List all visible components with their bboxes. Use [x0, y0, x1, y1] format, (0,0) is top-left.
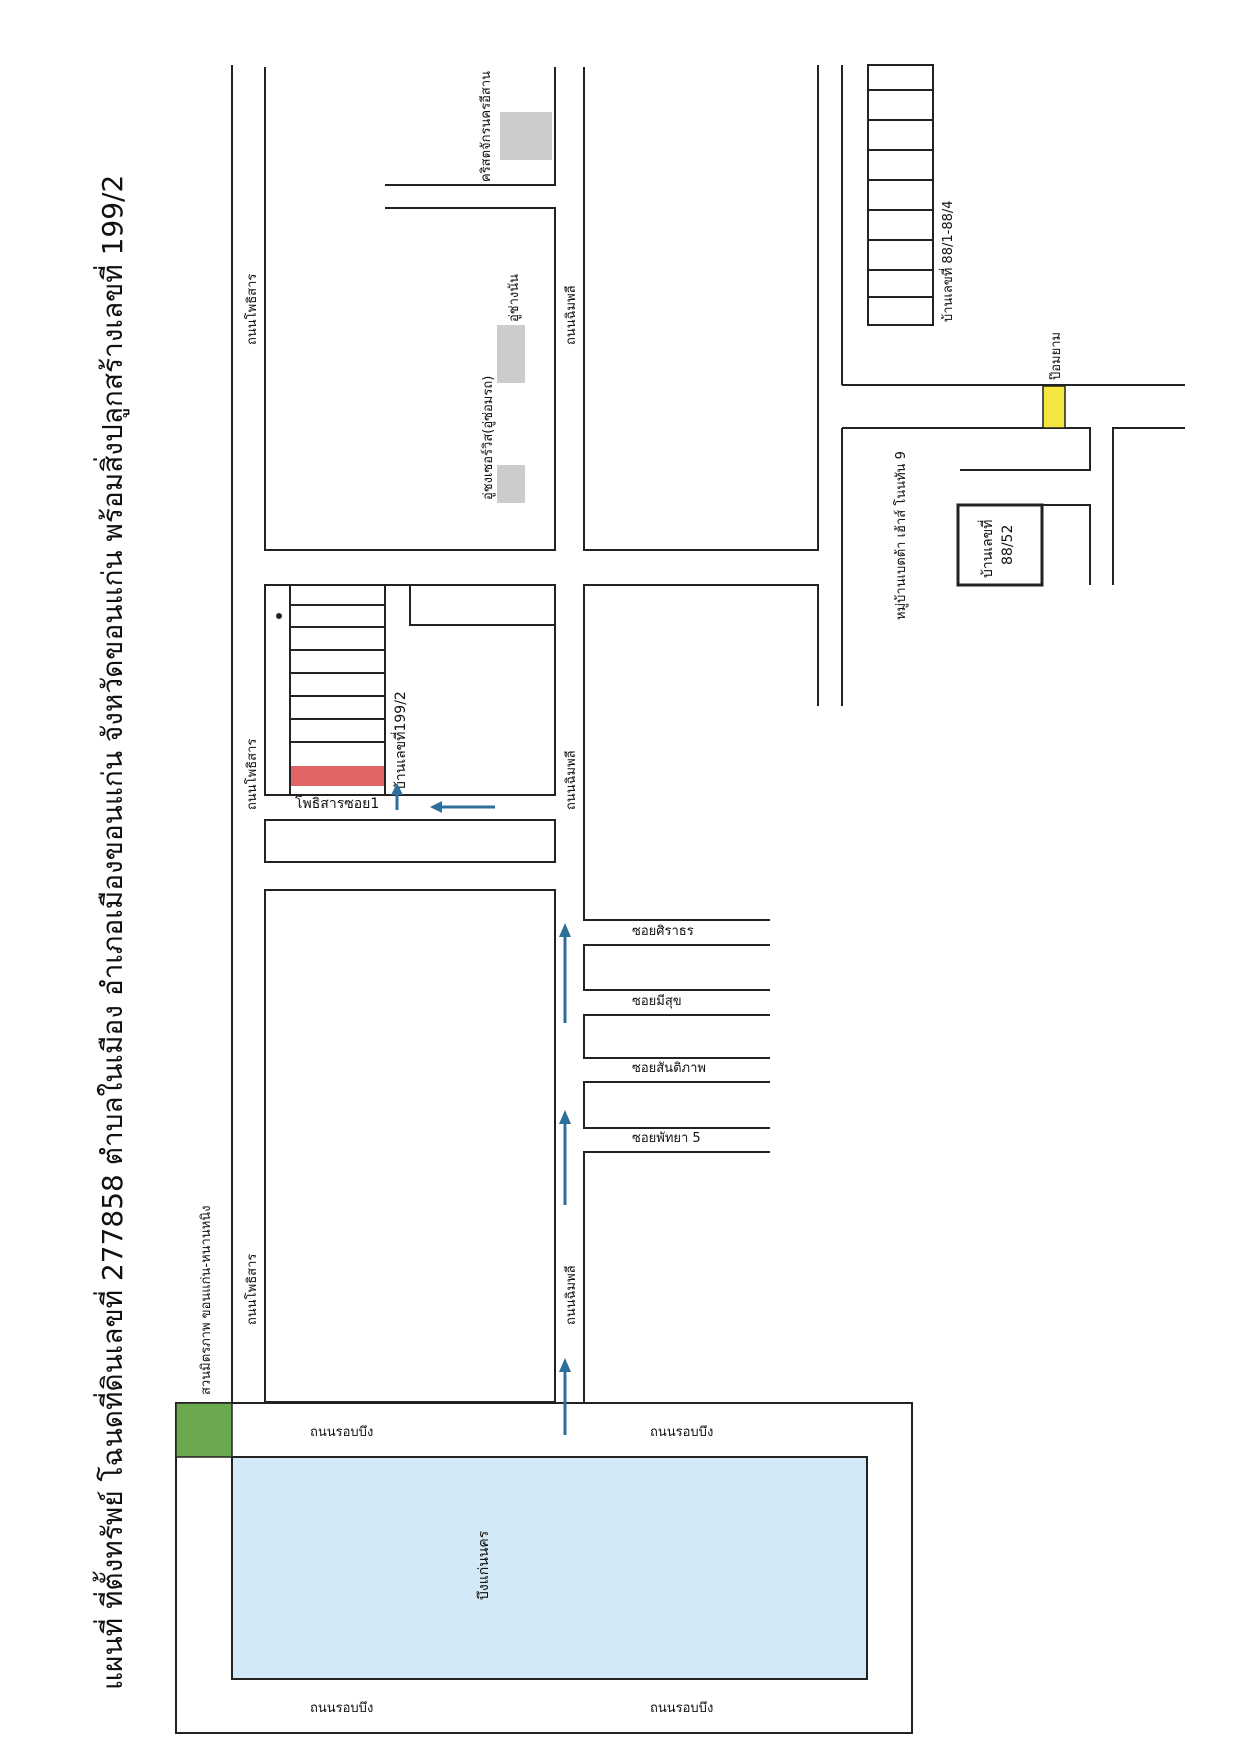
park-area — [175, 1402, 233, 1458]
lake — [231, 1456, 868, 1680]
guard-post — [1042, 385, 1066, 429]
garage1-label: อู่ชงเซอร์วิส(อู่ซ่อมรถ) — [480, 376, 496, 500]
phosarn-road-label-2: ถนนโพธิสาร — [244, 739, 260, 810]
phosarn-road-label-3: ถนนโพธิสาร — [244, 1254, 260, 1325]
chimphli-road-label-1: ถนนฉิมพลี — [563, 285, 579, 345]
soi-phatthaya5-label: ซอยพัทยา 5 — [632, 1131, 701, 1146]
lake-label: บึงแก่นนคร — [476, 1530, 492, 1600]
soi-sirathon-label: ซอยศิราธร — [632, 924, 694, 939]
arrow-chimphli-2-head — [559, 1110, 571, 1124]
ring-road-label-top-left: ถนนรอบบึง — [310, 1425, 373, 1440]
row-houses-88 — [867, 64, 934, 326]
park-label: สวนมิตรภาพ ขอนแก่น-หนานหนิง — [199, 1205, 214, 1395]
garage2-label: อู่ช่างนัน — [507, 274, 522, 322]
houses-88-label: บ้านเลขที่ 88/1-88/4 — [939, 200, 956, 322]
east-road-village — [1030, 504, 1091, 585]
garage2-building — [497, 325, 525, 383]
phosarn-road-label-1: ถนนโพธิสาร — [244, 274, 260, 345]
phosarn-soi1-label: โพธิสารซอย1 — [295, 795, 379, 812]
block-mid-ne-small — [409, 584, 556, 626]
arrow-to-target-head — [391, 783, 403, 795]
chimphli-road-label-2: ถนนฉิมพลี — [563, 750, 579, 810]
ring-road-label-bottom-right: ถนนรอบบึง — [650, 1701, 713, 1716]
marker-dot — [276, 613, 282, 619]
arrow-chimphli-3-head — [559, 923, 571, 937]
target-house — [291, 766, 384, 786]
guard-post-label: ป๊อมยาม — [1049, 332, 1064, 380]
chimphli-road-label-3: ถนนฉิมพลี — [563, 1265, 579, 1325]
soi-misuk-label: ซอยมีสุข — [632, 993, 682, 1009]
ring-road-label-top-right: ถนนรอบบึง — [650, 1425, 713, 1440]
ring-road-label-bottom-left: ถนนรอบบึง — [310, 1701, 373, 1716]
block-top-middle — [583, 64, 819, 551]
arrow-soi1-west-head — [430, 801, 442, 813]
arrow-chimphli-1-head — [559, 1358, 571, 1372]
target-house-label: บ้านเลขที่199/2 — [391, 691, 409, 790]
soi-santiphap-label: ซอยสันติภาพ — [632, 1061, 706, 1076]
house-88-52-label-2: 88/52 — [1000, 525, 1016, 565]
block-mid-east — [583, 584, 819, 1403]
garage1-building — [497, 465, 525, 503]
map-title: แผนที่ ที่ตั้งทรัพย์ โฉนดที่ดินเลขที่ 27… — [92, 175, 130, 1690]
village-label: หมู่บ้านเบตต้า เฮ้าส์ โนนทัน 9 — [893, 451, 909, 620]
church-building — [500, 112, 552, 160]
house-88-52 — [956, 503, 1044, 587]
block-soi1-south — [264, 819, 556, 863]
east-road-junction-2 — [842, 427, 1091, 471]
house-88-52-label-1: บ้านเลขที่ — [978, 520, 996, 578]
block-bottom-west — [264, 889, 556, 1403]
church-label: คริสตจักรนครอีสาน — [478, 71, 494, 182]
east-road-right — [1112, 427, 1185, 585]
